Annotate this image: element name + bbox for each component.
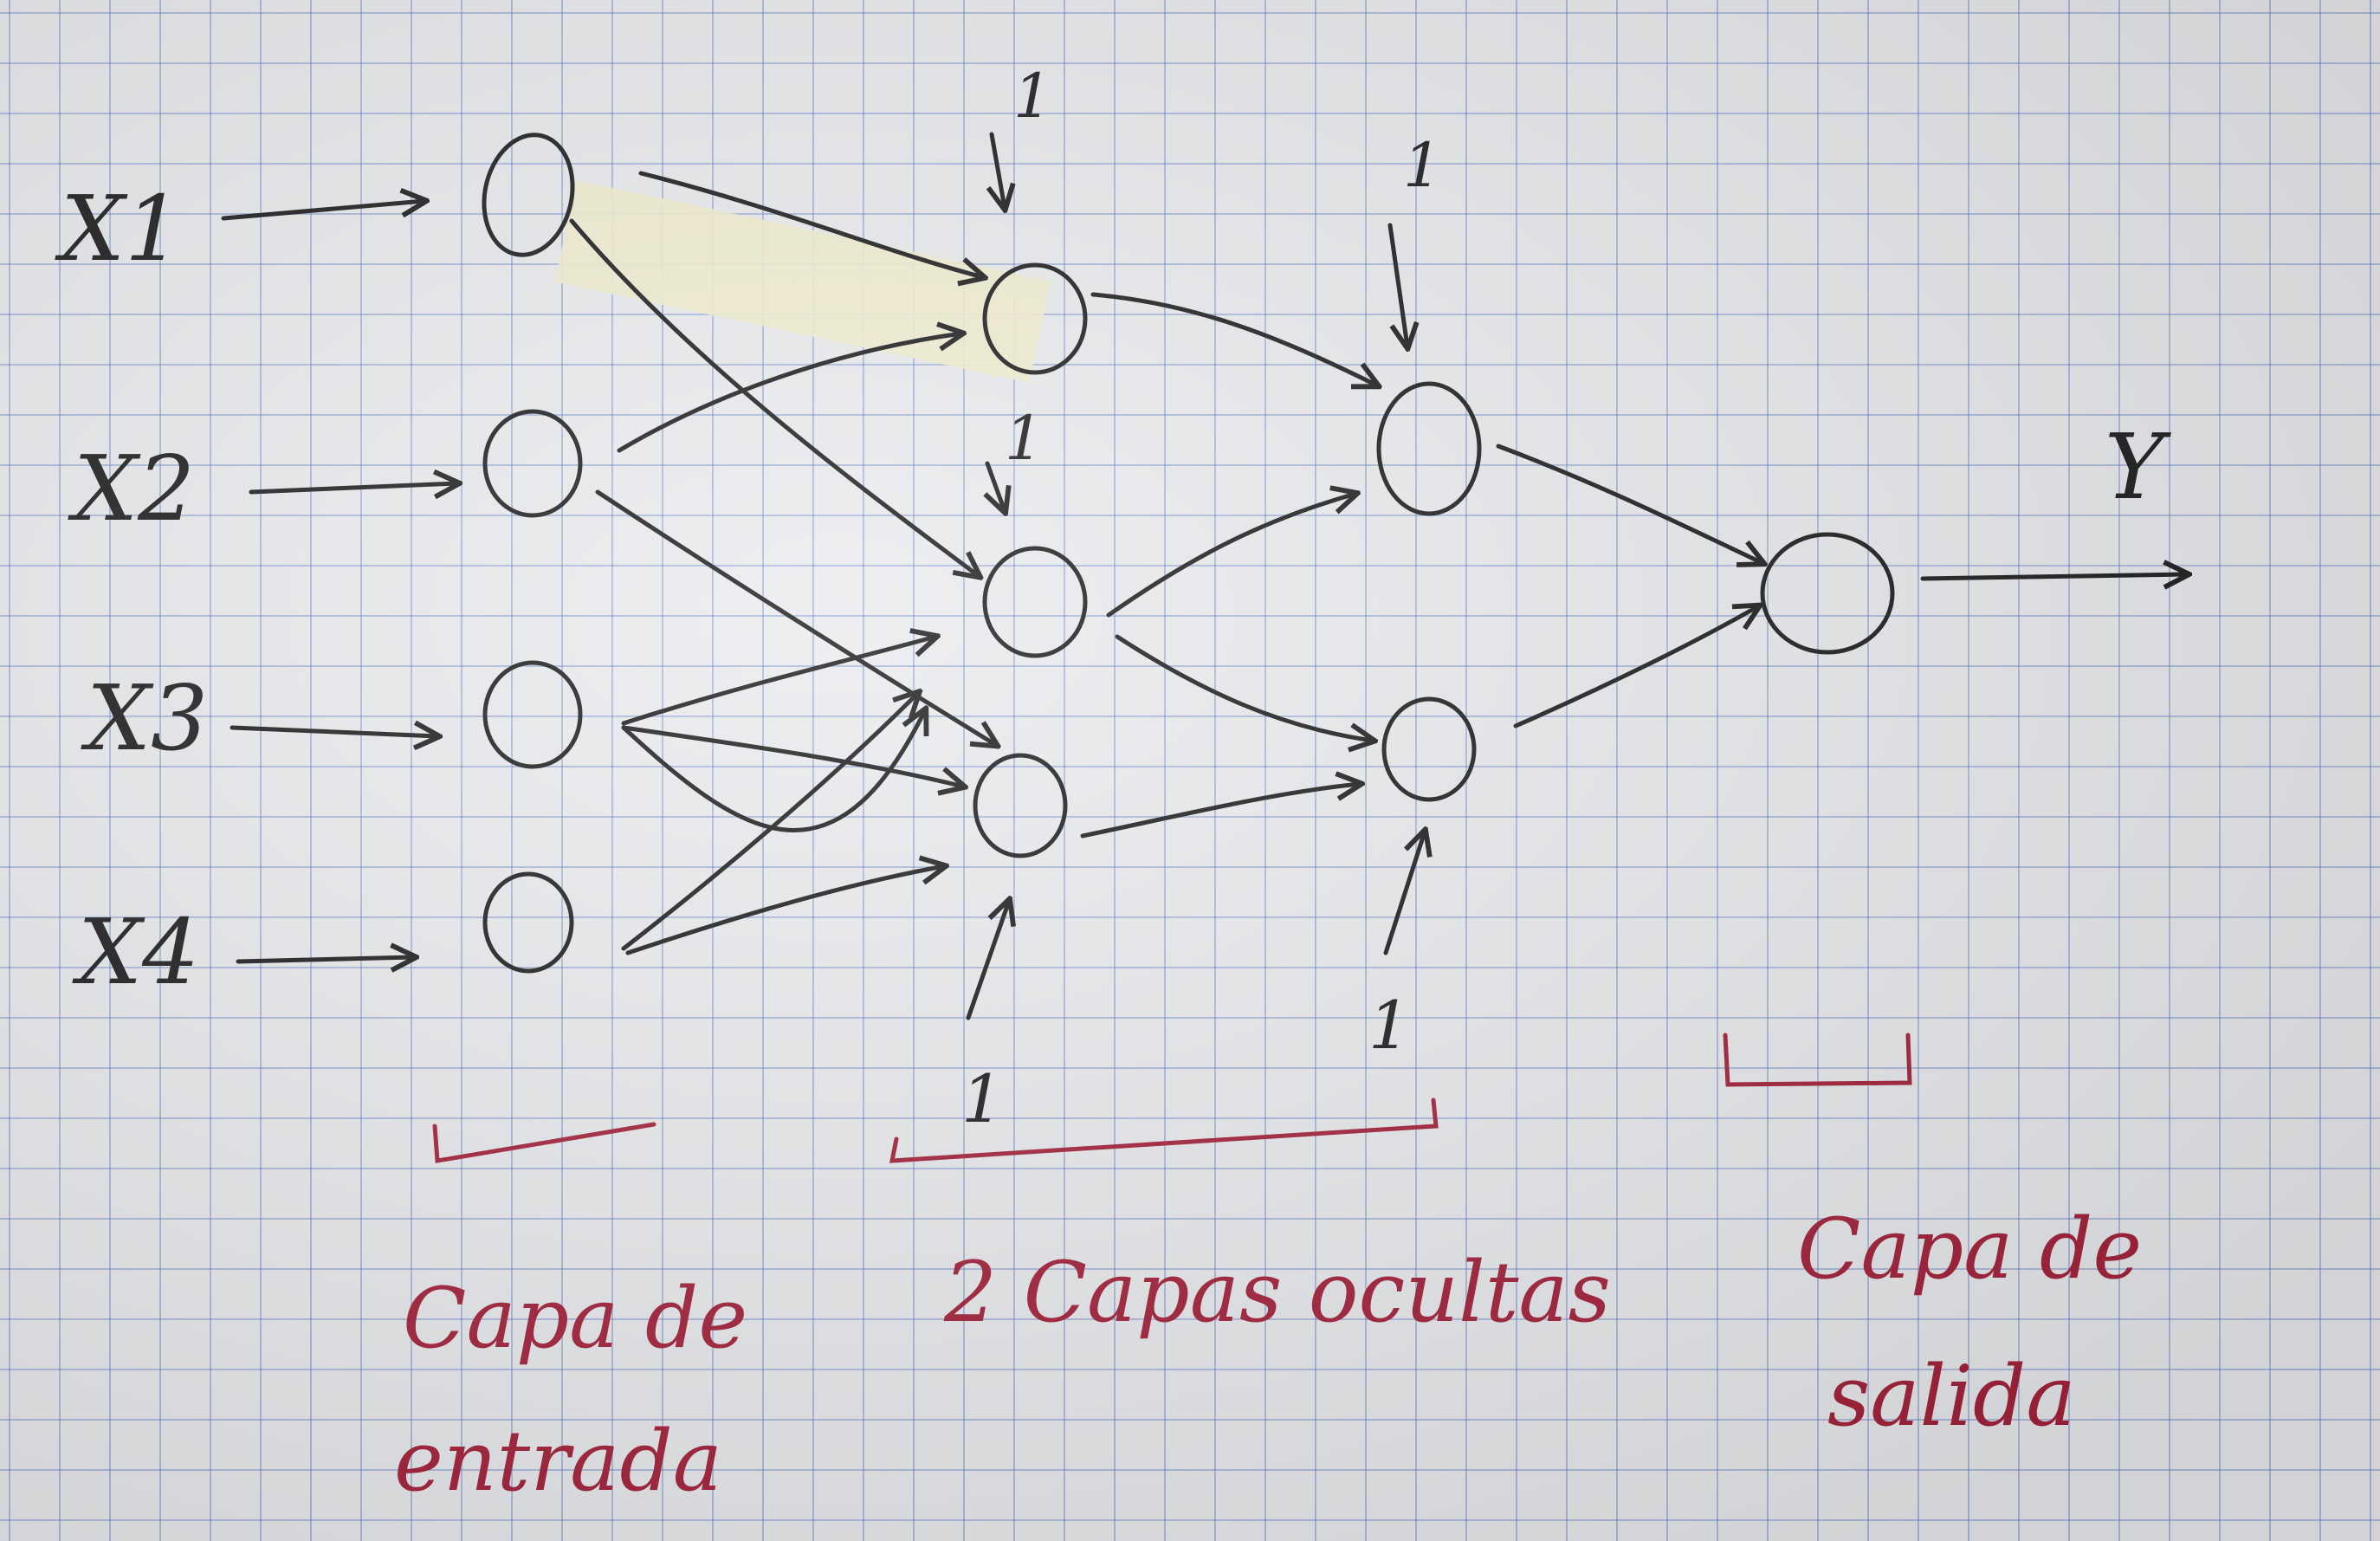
hidden2-neuron-2 [1381, 696, 1477, 802]
hidden2-neuron-1 [1376, 381, 1482, 516]
bracket-output [1723, 1033, 1912, 1087]
input-label-x2: X2 [68, 436, 195, 541]
hidden1-neuron-1 [982, 262, 1088, 375]
caption-output-line1: Capa de [1797, 1201, 2142, 1298]
caption-hidden: 2 Capas ocultas [943, 1244, 1611, 1341]
input-arrows [221, 201, 457, 962]
bias-label-2: 1 [1005, 403, 1044, 474]
output-arrow [1920, 574, 2187, 579]
hidden-layer-2-neurons [1376, 381, 1482, 802]
bias-label-5: 1 [1368, 987, 1410, 1064]
hidden-layer-1-neurons [973, 262, 1088, 858]
connections-hidden2-output [1496, 444, 1762, 728]
caption-input-line1: Capa de [403, 1270, 747, 1367]
bracket-hidden [889, 1097, 1439, 1163]
connections-input-hidden1 [569, 171, 996, 955]
masking-tape [554, 180, 1051, 383]
bias-label-1: 1 [1013, 61, 1052, 132]
bias-label-3: 1 [1403, 130, 1442, 201]
input-neuron-4 [482, 871, 574, 974]
input-label-x4: X4 [72, 899, 199, 1005]
input-label-x1: X1 [55, 176, 182, 282]
hidden1-neuron-2 [982, 546, 1088, 658]
caption-input-line2: entrada [394, 1413, 722, 1510]
caption-output-line2: salida [1827, 1348, 2076, 1445]
input-neuron-2 [482, 409, 583, 518]
bracket-input [432, 1122, 656, 1163]
hidden1-neuron-3 [973, 753, 1068, 858]
bias-label-4: 1 [961, 1060, 1003, 1137]
input-label-x3: X3 [81, 665, 208, 771]
output-neuron [1760, 532, 1895, 655]
input-neuron-3 [482, 660, 583, 769]
connections-hidden1-hidden2 [1080, 292, 1377, 838]
layer-brackets [432, 1033, 1912, 1163]
input-neuron-1 [482, 133, 575, 257]
bias-arrows [966, 132, 1425, 1020]
input-layer-neurons [482, 133, 583, 974]
output-label-y: Y [2105, 414, 2171, 520]
